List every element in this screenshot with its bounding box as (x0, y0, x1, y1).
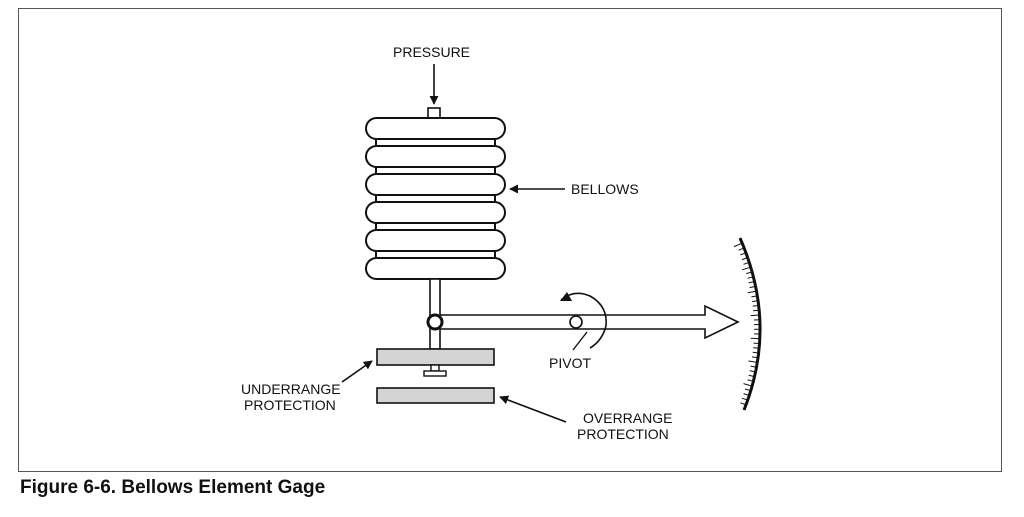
pivot-arrow (572, 331, 588, 351)
scale-tick (743, 383, 753, 387)
scale-tick (747, 290, 757, 294)
adjusting-screw (423, 364, 447, 377)
scale-tick (752, 305, 759, 307)
scale-tick (746, 271, 753, 275)
link-pin (426, 313, 444, 331)
underrange-stop-plate (376, 348, 495, 366)
figure-caption: Figure 6-6. Bellows Element Gage (20, 477, 326, 498)
scale-tick (749, 370, 756, 373)
scale-tick (747, 379, 754, 382)
overrange-label-line2: PROTECTION (577, 426, 669, 442)
scale-tick (743, 393, 750, 396)
scale-tick (741, 397, 748, 401)
scale-tick (750, 337, 760, 340)
scale-tick (740, 252, 747, 256)
scale-tick (751, 295, 758, 298)
scale-tick (748, 281, 755, 284)
overrange-arrow (499, 395, 567, 423)
scale-tick (748, 360, 758, 363)
pressure-label: PRESSURE (393, 44, 471, 60)
arrow-pointer-icon (440, 304, 740, 340)
bellows-icon (365, 117, 506, 280)
scale-tick (750, 365, 757, 368)
scale-tick (741, 266, 751, 271)
pivot-label: PIVOT (549, 355, 592, 371)
scale-icon (733, 237, 762, 411)
scale-tick (748, 374, 755, 378)
scale-tick (733, 242, 743, 248)
scale-tick (752, 300, 759, 302)
underrange-arrow (341, 360, 373, 383)
scale-tick (750, 314, 760, 317)
scale-tick (738, 247, 745, 251)
overrange-label-line1: OVERRANGE (583, 410, 673, 426)
scale-tick (752, 356, 759, 359)
scale-tick (744, 388, 751, 392)
scale-tick (753, 347, 760, 349)
overrange-stop-plate (376, 387, 495, 404)
scale-tick (747, 276, 754, 279)
bellows-label: BELLOWS (571, 181, 639, 197)
scale-tick (741, 257, 748, 261)
scale-tick (743, 261, 750, 265)
figure-frame (18, 8, 1002, 472)
scale-tick (753, 309, 760, 312)
underrange-label-line1: UNDERRANGE (241, 381, 341, 397)
scale-tick (740, 402, 747, 406)
underrange-label-line2: PROTECTION (244, 397, 336, 413)
scale-tick (749, 285, 756, 289)
pivot-icon (569, 315, 583, 329)
scale-tick (752, 351, 759, 354)
pivot-rotation-arrow (560, 292, 607, 349)
